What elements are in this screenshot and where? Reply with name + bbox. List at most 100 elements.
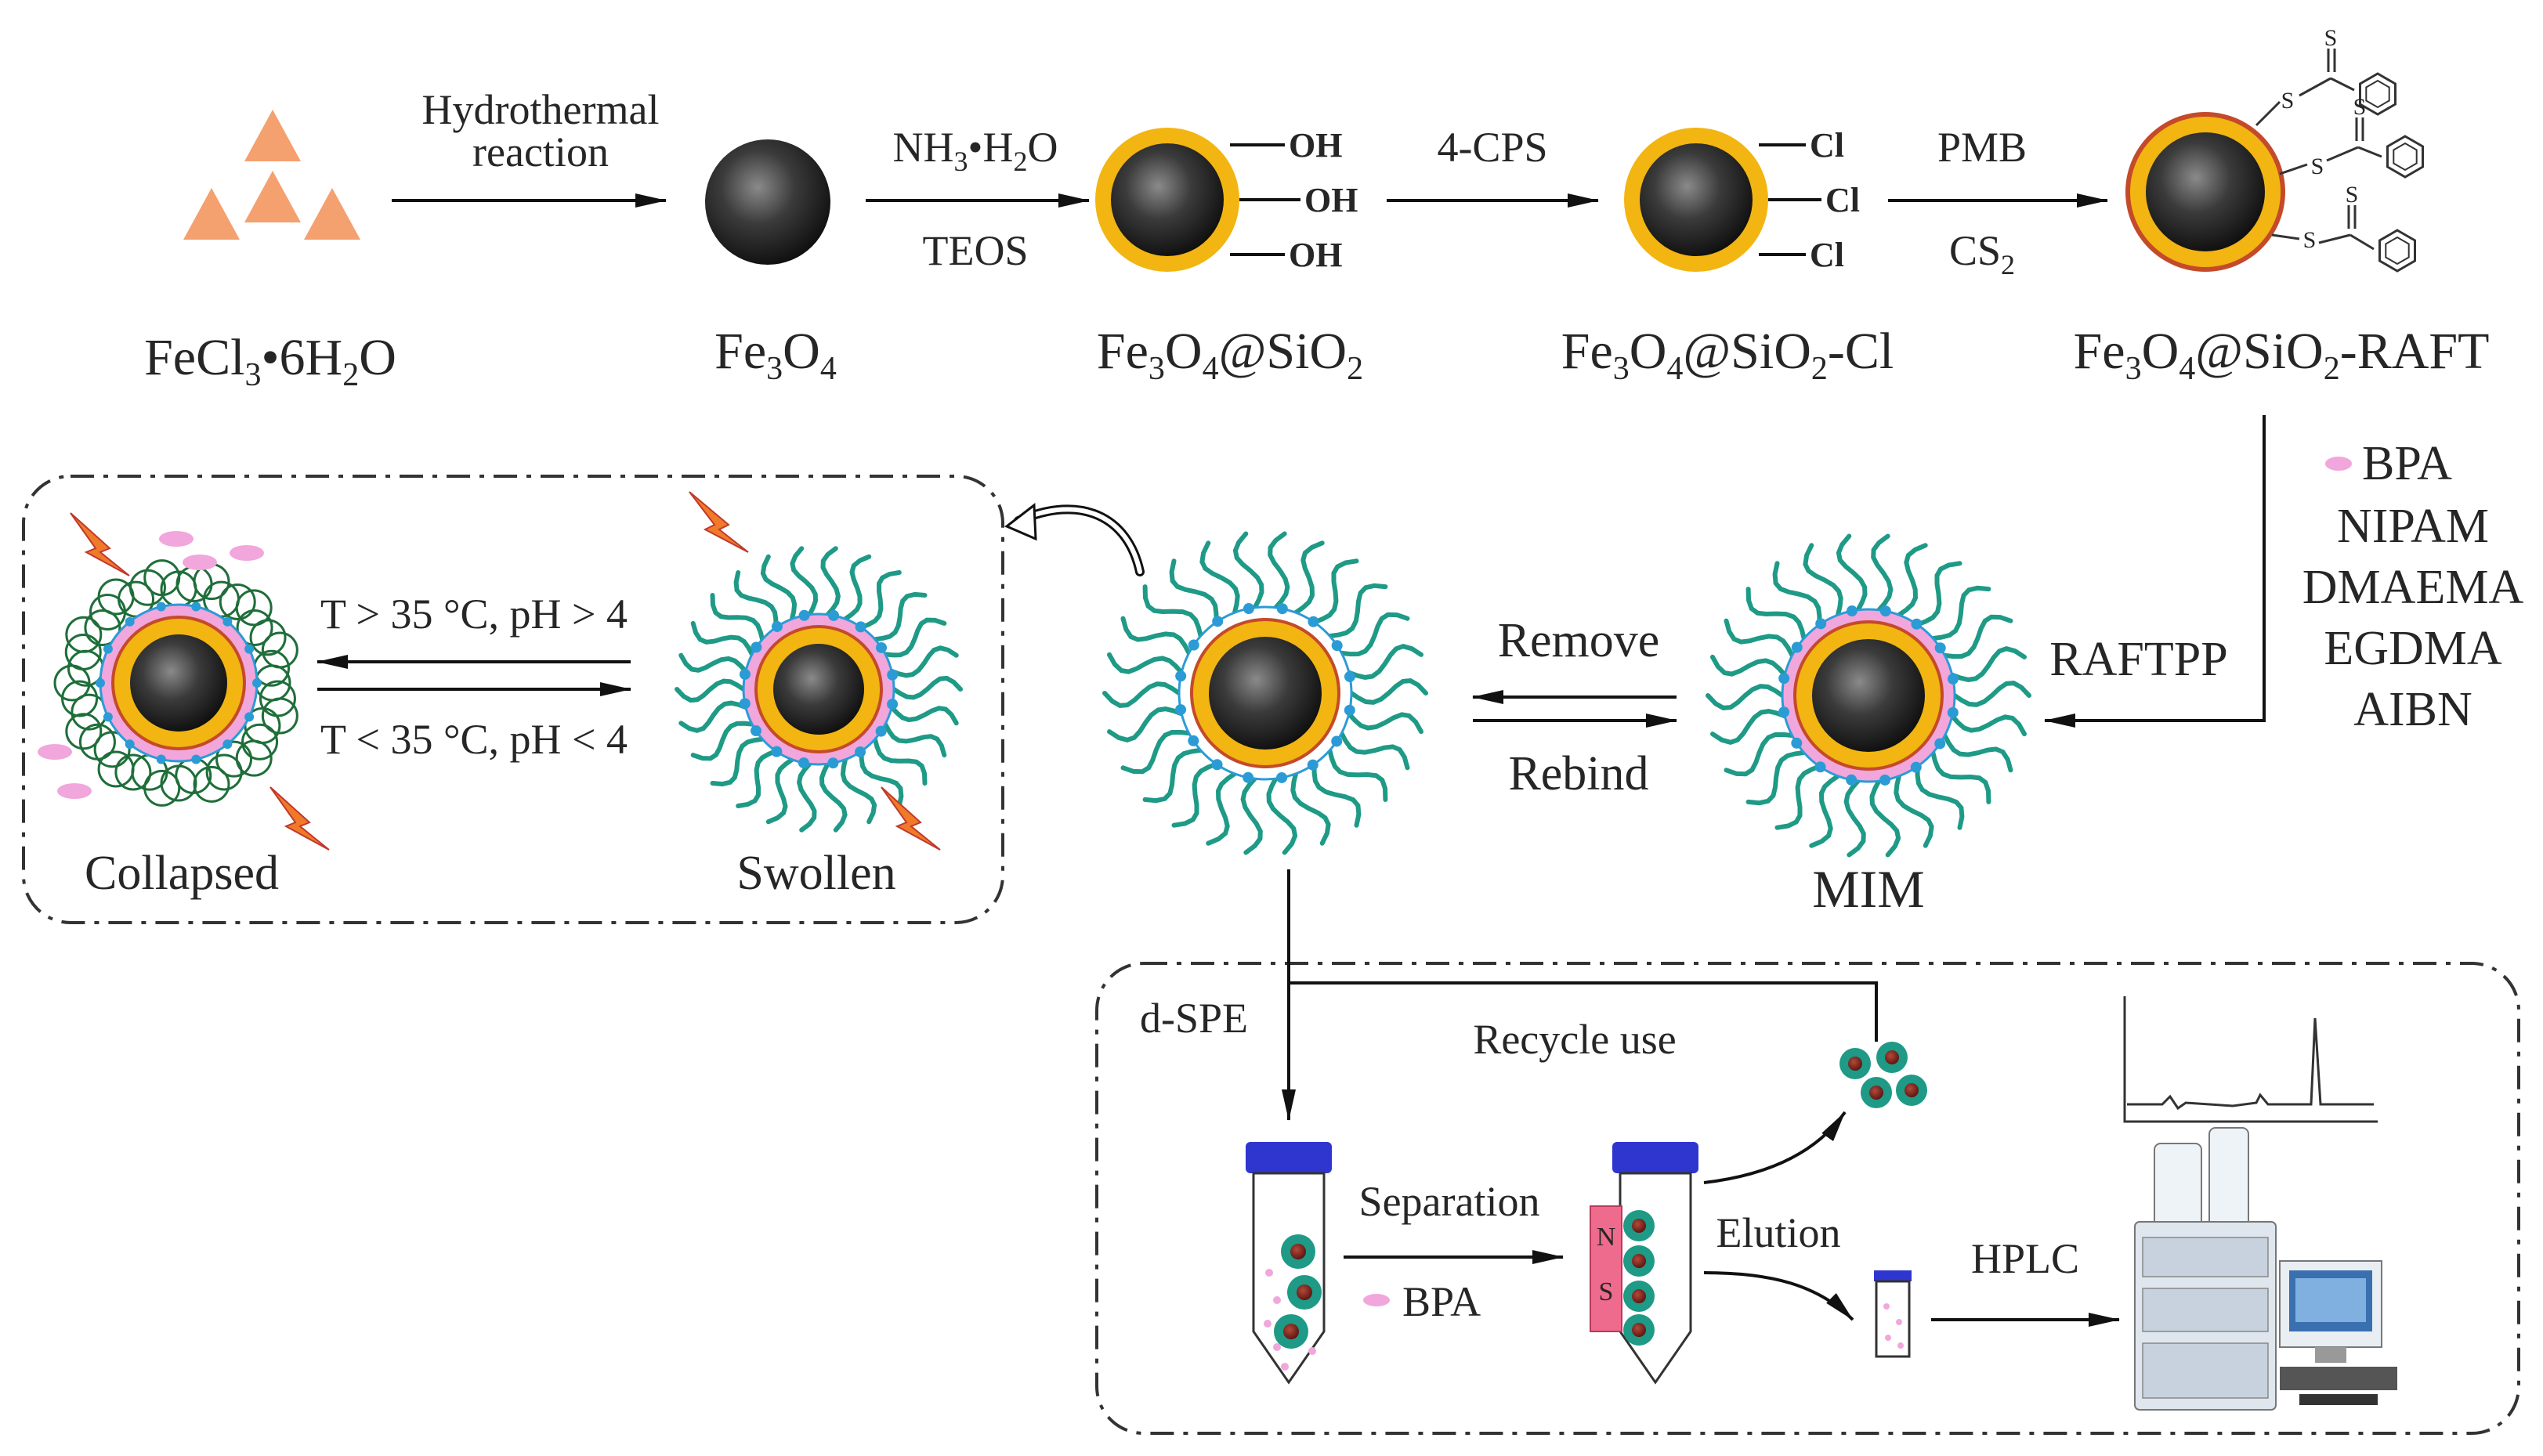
raft-s-3: S — [2311, 154, 2324, 179]
binding-site — [1188, 639, 1199, 651]
polymer-chain — [1107, 652, 1185, 675]
polymer-chain — [1120, 616, 1192, 656]
binding-site — [191, 602, 201, 612]
collapsed-coil — [261, 631, 298, 669]
binding-site — [1331, 735, 1343, 747]
polymer-chain — [1349, 678, 1428, 705]
swollen-particle — [675, 546, 963, 833]
eluate-vial — [1874, 1270, 1912, 1358]
binding-site — [1212, 616, 1224, 627]
fecl3-crystals — [183, 110, 360, 240]
binding-site — [1910, 761, 1922, 773]
polymer-chain — [678, 700, 748, 733]
binding-site — [751, 641, 762, 653]
pmb-label: PMB — [1937, 124, 2027, 171]
binding-site — [244, 644, 255, 654]
polymer-chain — [1290, 771, 1331, 846]
hplc-label: HPLC — [1971, 1235, 2079, 1282]
mim-label: MIM — [1812, 859, 1925, 919]
binding-site — [222, 616, 233, 627]
magnetic-tube — [1590, 1142, 1698, 1385]
magnet-s: S — [1599, 1277, 1614, 1306]
fe3o4-sio2-cl-particle — [1624, 128, 1821, 272]
polymer-chain — [690, 721, 754, 761]
polymer-chain — [1311, 761, 1362, 828]
extraction-tube — [1246, 1142, 1332, 1385]
binding-site — [739, 698, 751, 710]
polymer-chain — [710, 736, 765, 787]
raft-s-6: S — [2346, 182, 2359, 208]
raft-s-5: S — [2303, 227, 2317, 253]
cl-2: Cl — [1825, 181, 1860, 219]
polymer-chain — [1171, 761, 1219, 828]
polymer-chain — [1952, 681, 2031, 707]
polymer-chain — [1869, 779, 1901, 858]
collapsed-coil — [261, 697, 298, 735]
binding-site — [1276, 771, 1288, 783]
collapsed-coil — [193, 765, 230, 803]
collapsed-particle — [53, 559, 298, 807]
raftpp-label: RAFTPP — [2049, 633, 2227, 686]
polymer-chain — [765, 757, 794, 825]
polymer-chain — [1745, 750, 1807, 806]
polymer-chain — [859, 749, 904, 808]
swollen-label: Swollen — [736, 847, 895, 900]
collapsed-coil — [236, 609, 273, 646]
collapsed-coil — [219, 583, 256, 620]
polymer-chain — [1836, 533, 1868, 612]
polymer-chain — [1930, 750, 1991, 804]
collapsed-coil — [205, 753, 243, 791]
oh-1: OH — [1289, 126, 1342, 164]
polymer-chain — [1774, 764, 1822, 830]
polymer-chain — [1915, 764, 1965, 830]
binding-site — [156, 602, 166, 612]
binding-site — [191, 754, 201, 764]
binding-site — [1331, 640, 1343, 652]
polymer-chain — [1232, 531, 1264, 610]
polymer-chain — [1346, 711, 1423, 735]
polymer-chain — [1327, 747, 1388, 802]
polymer-chain — [690, 620, 754, 657]
arrow-elution — [1703, 1271, 1854, 1321]
polymer-chain — [889, 645, 959, 678]
fe3o4-sio2-particle — [1095, 128, 1300, 272]
responsive-box — [22, 475, 1004, 924]
magnet — [1590, 1205, 1622, 1332]
recycled-particles — [1839, 1042, 1927, 1108]
polymer-chain — [820, 546, 841, 617]
polymer-chain — [1894, 773, 1934, 848]
raft-s-4: S — [2353, 94, 2367, 120]
label-fe3o4-sio2-cl: Fe3O4@SiO2-Cl — [1561, 323, 1894, 387]
binding-site — [1243, 771, 1254, 783]
polymer-chain — [1942, 733, 2013, 773]
reagent-bpa: BPA — [2362, 437, 2452, 490]
arrow-recycle-out — [1703, 1111, 1847, 1184]
polymer-chain — [1706, 684, 1785, 710]
binding-site — [828, 609, 840, 621]
polymer-chain — [1266, 776, 1298, 855]
polymer-chain — [1724, 618, 1795, 658]
binding-site — [1188, 735, 1199, 746]
cl-1: Cl — [1810, 126, 1844, 164]
polymer-chain — [797, 761, 817, 833]
lightning-icon — [70, 491, 941, 851]
fe3o4-particle — [705, 139, 830, 265]
polymer-chain — [1206, 771, 1237, 846]
collapsed-coil — [97, 750, 135, 788]
bpa-legend-dot — [2325, 457, 2352, 471]
polymer-chain — [1240, 776, 1263, 855]
polymer-chain — [1949, 646, 2027, 682]
binding-site — [1175, 704, 1187, 716]
polymer-chain — [872, 736, 928, 786]
polymer-chain — [1293, 540, 1325, 616]
oh-2: OH — [1304, 181, 1358, 219]
binding-site — [855, 746, 866, 758]
magnetic-core — [773, 644, 864, 735]
polymer-chain — [892, 675, 963, 700]
binding-site — [1791, 641, 1803, 653]
binding-site — [1846, 605, 1858, 617]
binding-site — [252, 678, 262, 688]
polymer-chain — [1710, 709, 1788, 745]
polymer-chain — [1120, 729, 1192, 775]
